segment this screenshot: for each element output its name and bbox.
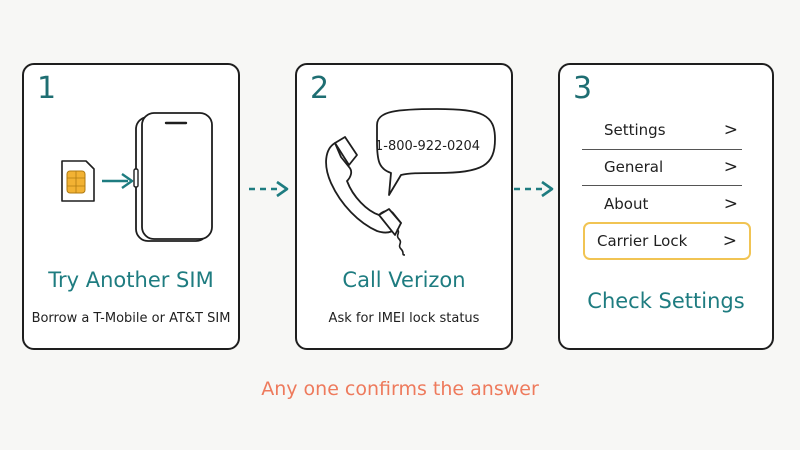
step1-illustration <box>61 112 213 242</box>
menu-item-label: Carrier Lock <box>597 232 688 250</box>
menu-item-settings[interactable]: Settings > <box>582 115 752 145</box>
step-number: 3 <box>573 71 593 106</box>
chevron-right-icon: > <box>723 194 738 214</box>
step-card-3: 3 Settings > General > About > Carrier L… <box>558 63 774 350</box>
phone-handset-icon <box>325 136 406 256</box>
menu-divider <box>582 185 742 186</box>
speech-bubble-icon <box>376 108 496 196</box>
menu-item-carrier-lock[interactable]: Carrier Lock > <box>583 222 751 260</box>
step-title: Try Another SIM <box>48 268 214 292</box>
step-number: 2 <box>310 71 330 106</box>
sim-card-icon <box>61 160 95 202</box>
footer-caption: Any one confirms the answer <box>261 378 539 400</box>
step-card-2: 2 1-800-922-0204 Call Verizon Ask for IM… <box>295 63 513 350</box>
step2-illustration <box>325 108 496 256</box>
step-subtitle: Ask for IMEI lock status <box>328 311 480 326</box>
step-title: Check Settings <box>587 289 745 313</box>
step-title: Call Verizon <box>342 268 466 292</box>
chevron-right-icon: > <box>723 120 738 140</box>
chevron-right-icon: > <box>723 157 738 177</box>
menu-item-label: About <box>604 195 649 213</box>
step-number: 1 <box>37 71 57 106</box>
step-card-1: 1 Try Another SIM Borrow a T-Mobile or A… <box>22 63 240 350</box>
chevron-right-icon: > <box>722 231 737 251</box>
step-subtitle: Borrow a T-Mobile or AT&T SIM <box>31 311 231 326</box>
arrow-right-icon <box>102 173 134 189</box>
menu-item-general[interactable]: General > <box>582 152 752 182</box>
phone-number: 1-800-922-0204 <box>375 139 481 154</box>
menu-item-label: General <box>604 158 664 176</box>
dashed-arrow-icon <box>514 180 554 198</box>
menu-item-label: Settings <box>604 121 666 139</box>
menu-item-about[interactable]: About > <box>582 189 752 219</box>
menu-divider <box>582 149 742 150</box>
smartphone-icon <box>133 112 213 242</box>
dashed-arrow-icon <box>249 180 289 198</box>
